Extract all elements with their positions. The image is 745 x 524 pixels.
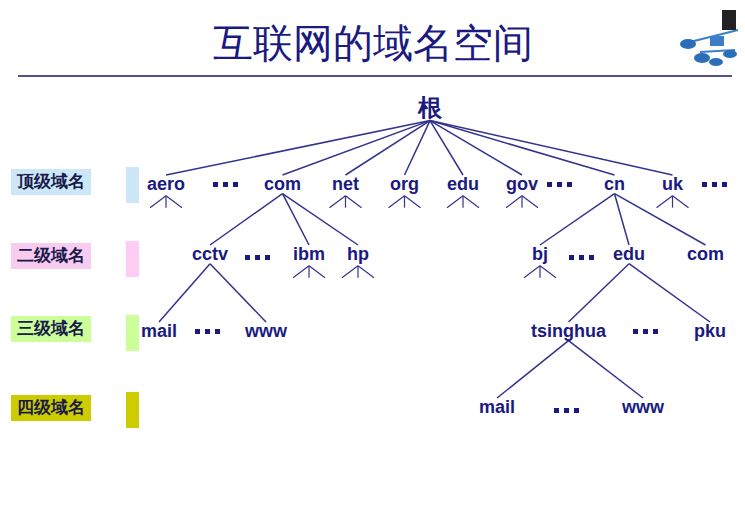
node-text: aero xyxy=(147,174,185,195)
domain-node: aero xyxy=(147,174,185,195)
node-text: edu xyxy=(447,174,479,195)
tree-edge xyxy=(283,121,430,175)
domain-node: uk xyxy=(662,174,683,195)
domain-node: 根 xyxy=(418,94,442,122)
tree-edge xyxy=(405,121,431,175)
domain-node: com xyxy=(687,244,724,265)
domain-node: edu xyxy=(447,174,479,195)
node-text: 二级域名 xyxy=(17,246,85,266)
node-text: org xyxy=(390,174,419,195)
level-label: 二级域名 xyxy=(11,243,91,269)
node-text: ibm xyxy=(293,244,325,265)
node-text: tsinghua xyxy=(531,321,606,342)
tree-edge xyxy=(497,341,568,398)
node-text: gov xyxy=(506,174,538,195)
domain-node: mail xyxy=(479,397,515,418)
tree-edge xyxy=(430,121,673,175)
node-text: 四级域名 xyxy=(17,398,85,418)
domain-node: www xyxy=(245,321,287,342)
level-bar xyxy=(126,167,139,203)
tree-edge xyxy=(629,264,710,322)
node-text: www xyxy=(245,321,287,342)
level-bar xyxy=(126,315,139,351)
node-text: 顶级域名 xyxy=(17,172,85,192)
node-text: uk xyxy=(662,174,683,195)
domain-node: www xyxy=(622,397,664,418)
tree-edge xyxy=(569,264,630,322)
domain-node: com xyxy=(264,174,301,195)
domain-node: mail xyxy=(141,321,177,342)
ellipsis-dots xyxy=(195,182,727,413)
node-text: mail xyxy=(479,397,515,418)
node-text: 根 xyxy=(418,94,442,122)
level-bar xyxy=(126,392,139,428)
node-text: cctv xyxy=(192,244,228,265)
tree-edge xyxy=(540,194,615,245)
tree-edge xyxy=(615,194,706,245)
tree-edge xyxy=(430,121,522,175)
level-bar xyxy=(126,241,139,277)
node-text: bj xyxy=(532,244,548,265)
node-text: www xyxy=(622,397,664,418)
tree-edge xyxy=(210,194,282,245)
node-text: edu xyxy=(613,244,645,265)
node-text: cn xyxy=(604,174,625,195)
domain-node: cctv xyxy=(192,244,228,265)
node-text: mail xyxy=(141,321,177,342)
level-label: 三级域名 xyxy=(11,316,91,342)
node-text: com xyxy=(264,174,301,195)
tree-edge xyxy=(283,194,358,245)
domain-node: tsinghua xyxy=(531,321,606,342)
tree-edge xyxy=(346,121,431,175)
tree-edge xyxy=(159,264,210,322)
subtree-ticks xyxy=(150,196,688,278)
domain-node: hp xyxy=(347,244,369,265)
tree-edge xyxy=(569,341,644,398)
node-text: 三级域名 xyxy=(17,319,85,339)
domain-node: ibm xyxy=(293,244,325,265)
tree-edge xyxy=(430,121,615,175)
node-text: hp xyxy=(347,244,369,265)
domain-node: cn xyxy=(604,174,625,195)
tree-edge xyxy=(283,194,310,245)
tree-edge xyxy=(210,264,266,322)
node-text: pku xyxy=(694,321,726,342)
title-rule xyxy=(18,75,732,77)
node-text: net xyxy=(332,174,359,195)
domain-node: bj xyxy=(532,244,548,265)
domain-node: org xyxy=(390,174,419,195)
page-title: 互联网的域名空间 xyxy=(0,16,745,71)
domain-node: edu xyxy=(613,244,645,265)
network-icon xyxy=(680,10,738,66)
level-label: 四级域名 xyxy=(11,395,91,421)
level-label: 顶级域名 xyxy=(11,169,91,195)
tree-edge xyxy=(166,121,430,175)
node-text: com xyxy=(687,244,724,265)
domain-node: pku xyxy=(694,321,726,342)
domain-node: net xyxy=(332,174,359,195)
domain-node: gov xyxy=(506,174,538,195)
